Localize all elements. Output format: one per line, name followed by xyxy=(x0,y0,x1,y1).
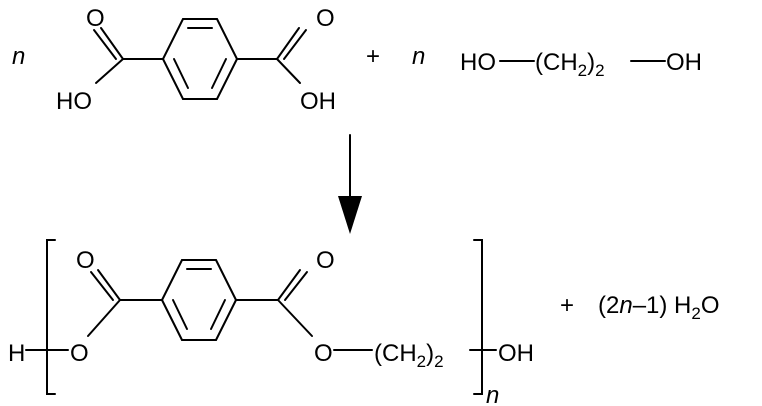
double-bond xyxy=(284,271,308,301)
ring-bond xyxy=(216,58,238,100)
atom-o-right: O xyxy=(316,5,335,32)
atom-ho-left: HO xyxy=(56,88,92,115)
bond xyxy=(277,299,313,337)
ring-bond xyxy=(215,259,237,301)
ring-inner-bond xyxy=(210,299,226,330)
coefficient-n-2: n xyxy=(412,43,425,70)
polymer-product: H O O O O (CH2)2 OH n xyxy=(8,239,534,406)
ring-bond xyxy=(162,18,184,60)
bond xyxy=(276,58,301,84)
atom-o-left: O xyxy=(86,5,105,32)
bracket-left xyxy=(46,239,56,395)
ring-inner-bond xyxy=(173,58,189,89)
bond xyxy=(87,299,121,337)
atom-oh-right: OH xyxy=(300,88,336,115)
repeat-n: n xyxy=(486,382,499,406)
terephthalic-acid: O HO O OH xyxy=(56,5,336,115)
ring-bond xyxy=(161,299,183,341)
atom-ho: HO xyxy=(460,49,496,76)
water-term: (2n–1) H2O xyxy=(598,292,720,323)
plus-sign-2: + xyxy=(560,292,574,319)
reaction-arrow xyxy=(338,134,362,234)
ch2-group: (CH2)2 xyxy=(535,49,605,80)
bracket-right xyxy=(473,239,483,395)
double-bond xyxy=(90,271,114,301)
ring-bond xyxy=(161,259,183,301)
plus-sign: + xyxy=(366,43,380,70)
ring-bond xyxy=(215,299,237,341)
double-bond xyxy=(283,29,307,60)
ethylene-glycol: HO (CH2)2 OH xyxy=(460,49,702,80)
ring-inner-bond xyxy=(172,299,188,330)
atom-h: H xyxy=(8,340,25,367)
double-bond xyxy=(93,29,117,60)
ring-inner-bond xyxy=(211,58,227,89)
ring-bond xyxy=(162,58,184,100)
atom-o-carbonyl-right: O xyxy=(316,247,335,274)
bond xyxy=(95,58,124,84)
atom-oh: OH xyxy=(666,49,702,76)
atom-o-ester-right: O xyxy=(314,340,333,367)
ch2-chain: (CH2)2 xyxy=(374,340,444,371)
coefficient-n-1: n xyxy=(12,43,25,70)
double-bond xyxy=(100,27,124,60)
reactant-equation: n O HO O OH + n xyxy=(12,5,702,115)
water-byproduct: + (2n–1) H2O xyxy=(560,292,720,323)
atom-oh-end: OH xyxy=(498,340,534,367)
atom-o-ester-left: O xyxy=(70,340,89,367)
ring-bond xyxy=(216,18,238,60)
atom-o-carbonyl-left: O xyxy=(76,247,95,274)
double-bond xyxy=(276,27,300,60)
double-bond xyxy=(277,269,301,301)
double-bond xyxy=(97,269,121,301)
